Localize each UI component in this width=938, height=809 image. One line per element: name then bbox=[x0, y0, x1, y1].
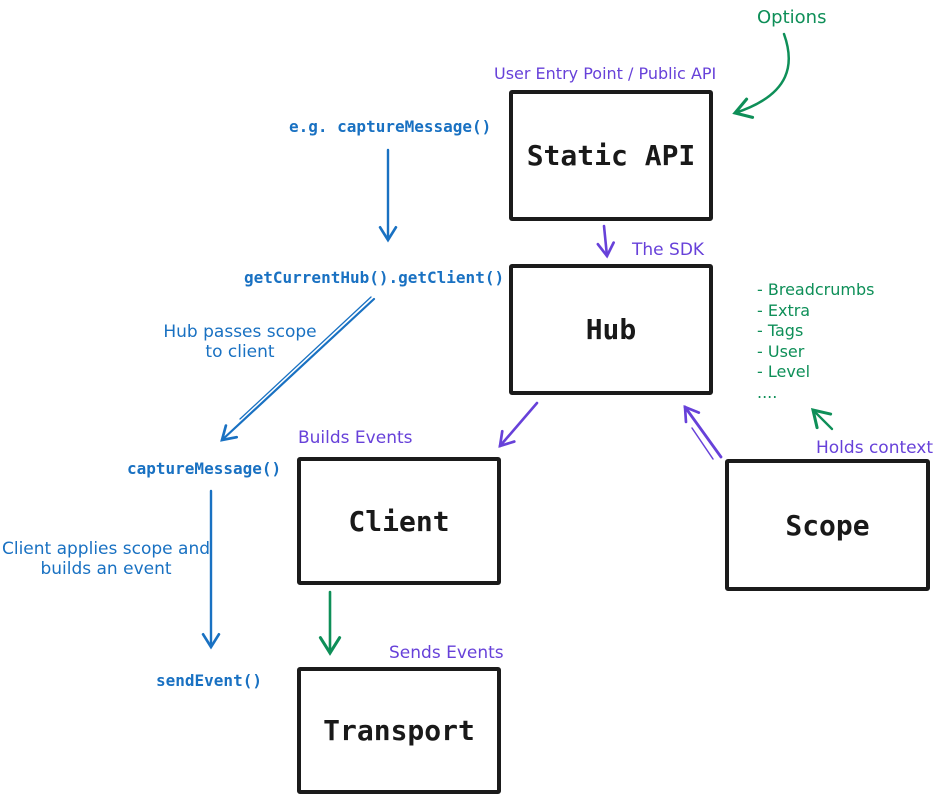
node-client: Client bbox=[297, 457, 501, 585]
caption-holds-context: Holds context bbox=[816, 438, 934, 458]
node-transport-label: Transport bbox=[323, 714, 475, 747]
code-example-capturemessage: e.g. captureMessage() bbox=[289, 117, 492, 136]
code-capturemessage: captureMessage() bbox=[127, 459, 282, 478]
scope-context-item: - Extra bbox=[757, 300, 811, 320]
node-transport: Transport bbox=[297, 667, 501, 794]
node-static-api-label: Static API bbox=[526, 139, 696, 172]
arrow-hub-to-client bbox=[498, 401, 539, 448]
code-getcurrenthub-getclient: getCurrentHub().getClient() bbox=[244, 268, 505, 287]
caption-sends-events: Sends Events bbox=[389, 643, 504, 663]
note-options: Options bbox=[757, 7, 827, 28]
node-hub: Hub bbox=[509, 264, 713, 395]
arrow-scope-to-hub-echo bbox=[691, 427, 714, 460]
arrow-scope-to-context-list bbox=[810, 407, 834, 431]
code-sendevent: sendEvent() bbox=[156, 671, 262, 690]
arrow-staticapi-to-hub bbox=[596, 224, 615, 259]
scope-context-item: .... bbox=[757, 382, 778, 402]
scope-context-item: - User bbox=[757, 341, 805, 361]
scope-context-list: - Breadcrumbs - Extra - Tags - User - Le… bbox=[757, 280, 874, 403]
node-static-api: Static API bbox=[509, 90, 713, 221]
node-hub-label: Hub bbox=[585, 313, 637, 346]
note-client-applies-scope: Client applies scope and builds an event bbox=[1, 539, 211, 579]
node-client-label: Client bbox=[348, 504, 450, 538]
arrow-options-to-staticapi bbox=[732, 32, 790, 119]
scope-context-item: - Breadcrumbs bbox=[757, 280, 875, 299]
arrow-getcurrenthub-to-capturemessage bbox=[220, 297, 376, 442]
node-scope-label: Scope bbox=[785, 508, 870, 542]
note-hub-passes-scope: Hub passes scope to client bbox=[163, 322, 317, 362]
caption-the-sdk: The SDK bbox=[632, 240, 705, 260]
caption-builds-events: Builds Events bbox=[298, 428, 413, 448]
scope-context-item: - Level bbox=[757, 362, 811, 381]
arrow-scope-to-hub bbox=[683, 404, 723, 459]
node-scope: Scope bbox=[725, 459, 930, 591]
caption-user-entry-point: User Entry Point / Public API bbox=[494, 64, 717, 83]
scope-context-item: - Tags bbox=[757, 321, 804, 340]
